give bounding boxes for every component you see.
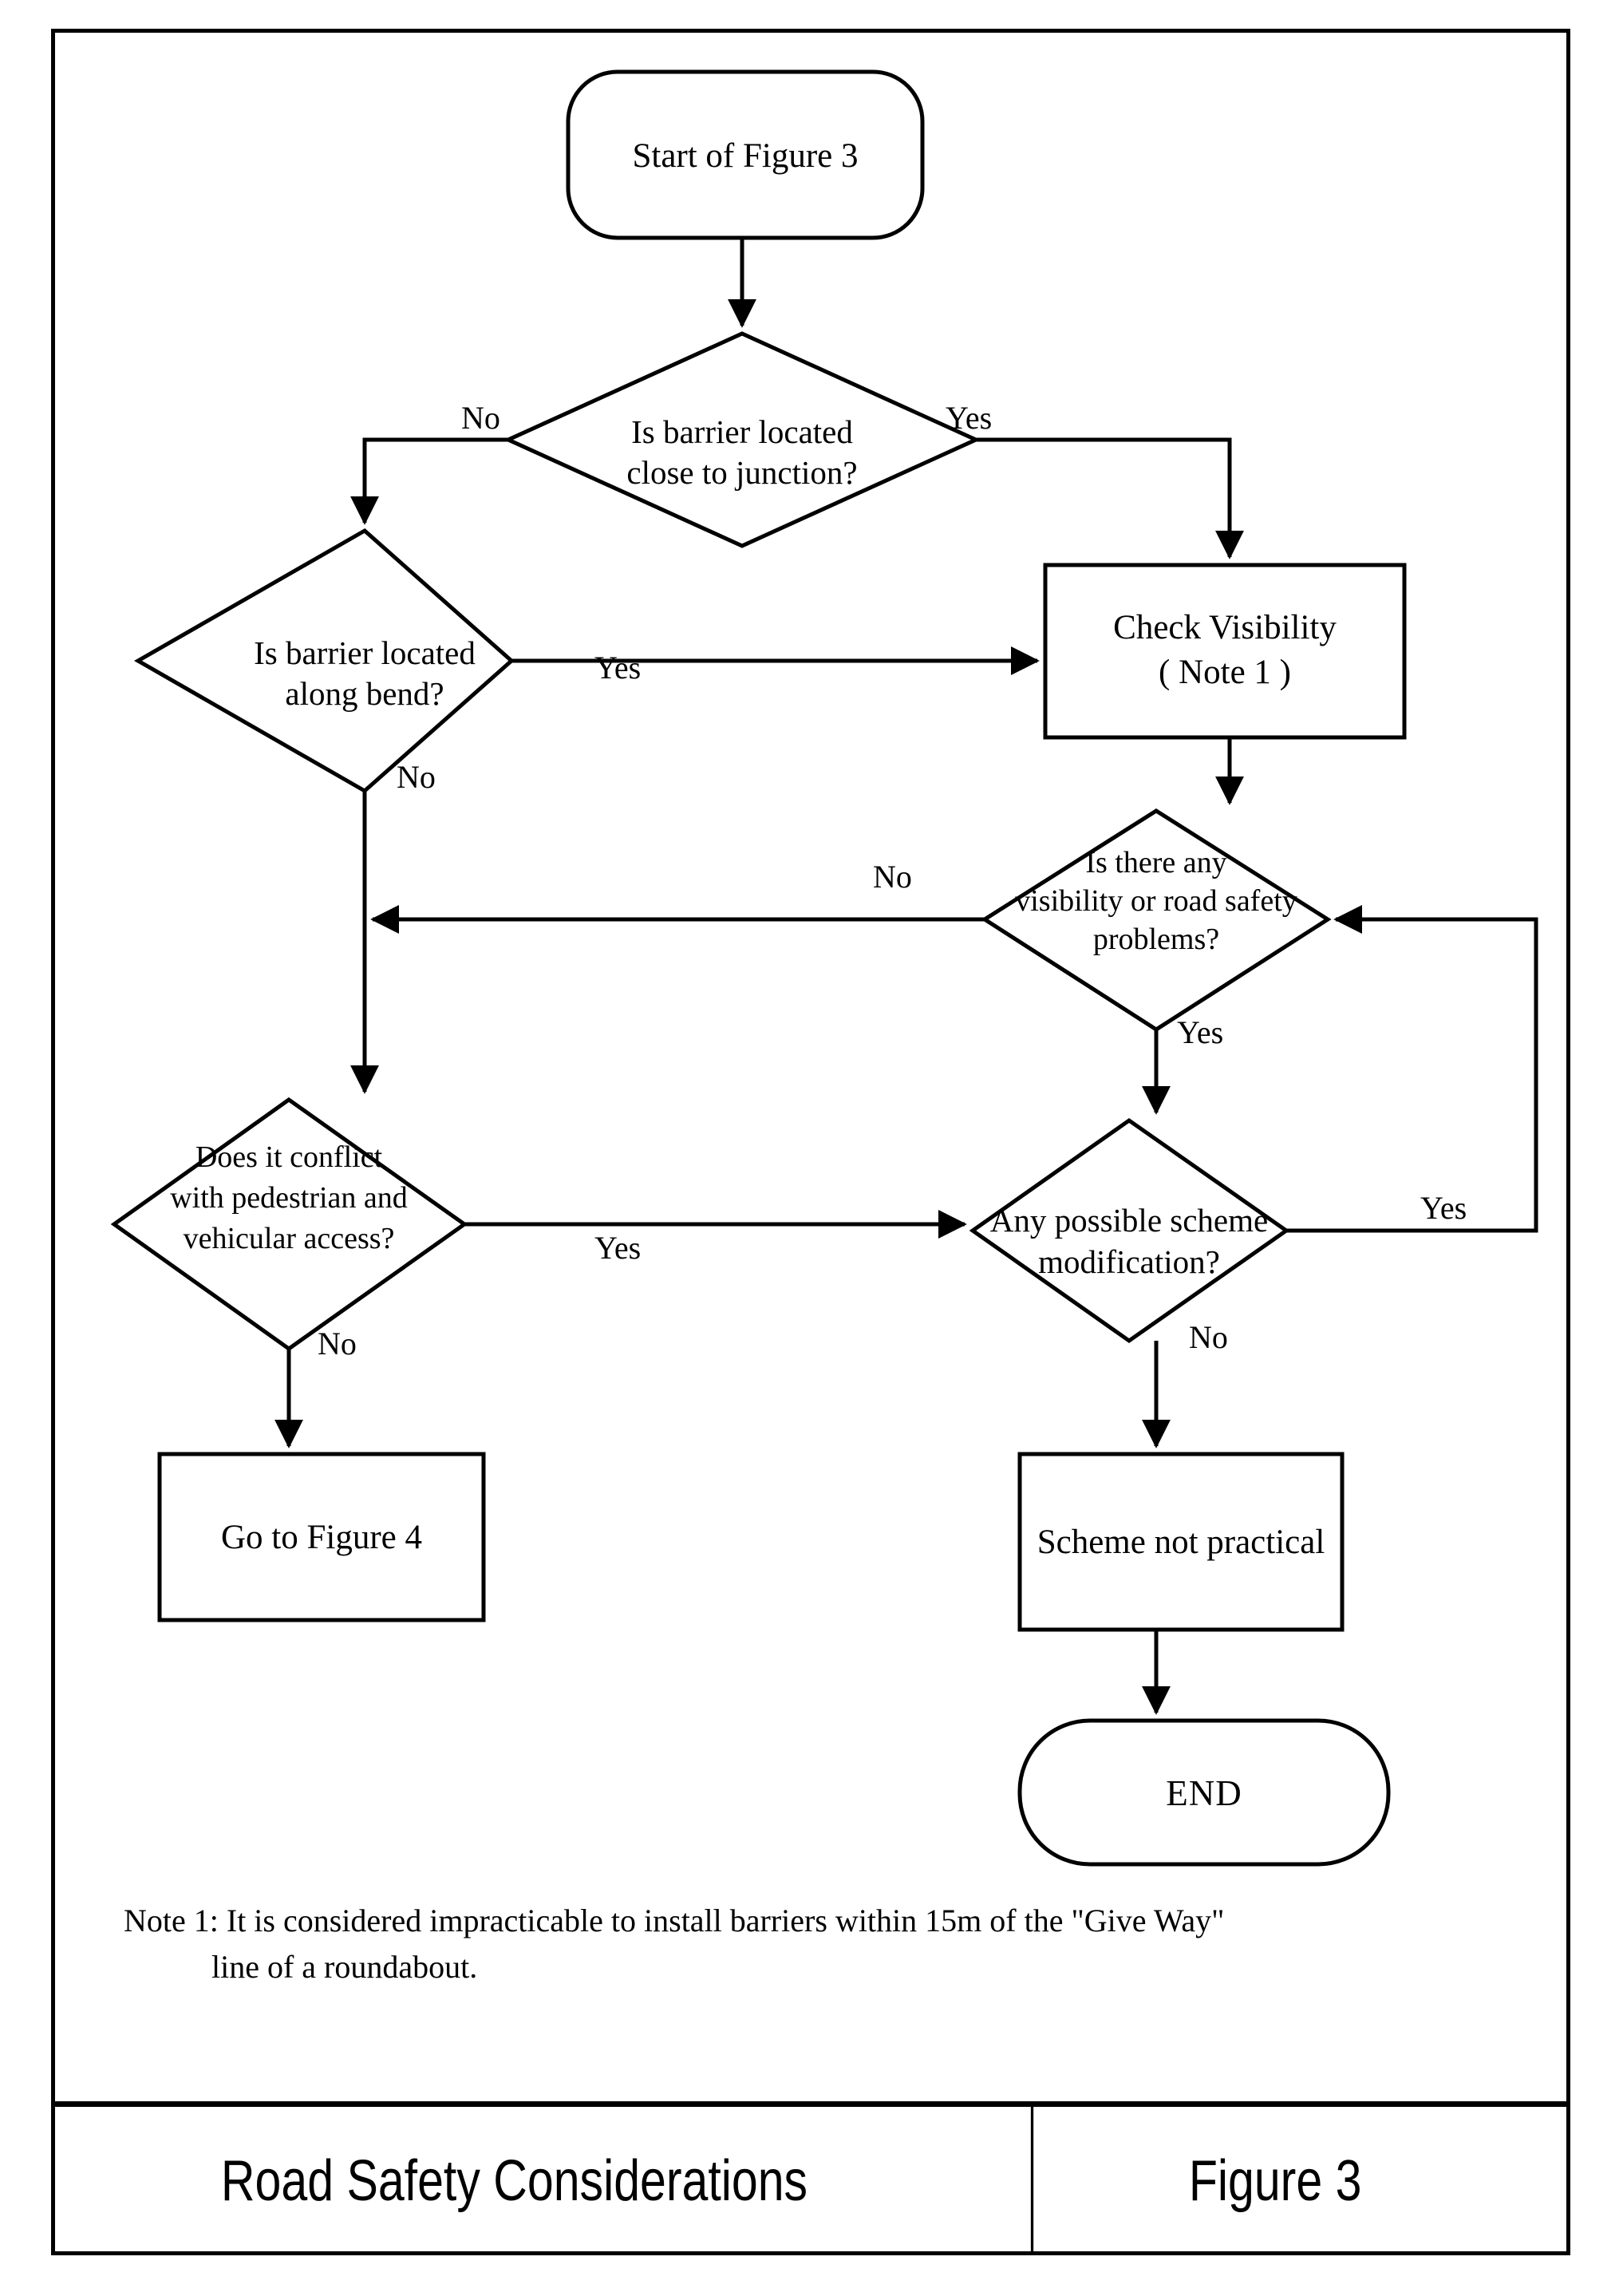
- node-p-visibility-shape: [1043, 563, 1407, 740]
- note-block: Note 1: It is considered impracticable t…: [124, 1898, 1496, 1990]
- note-line-1: Note 1: It is considered impracticable t…: [124, 1903, 1225, 1938]
- edge-junction-yes-to-visibility: [976, 437, 1244, 559]
- node-d-modify-shape: [969, 1117, 1290, 1344]
- edge-label-problems-yes: Yes: [1177, 1014, 1224, 1050]
- edge-label-junction-no: No: [461, 400, 500, 436]
- node-d-bend-shape: [133, 528, 515, 794]
- edge-label-junction-yes: Yes: [946, 400, 993, 436]
- title-bar: Road Safety Considerations Figure 3: [51, 2101, 1570, 2255]
- edge-label-modify-yes: Yes: [1420, 1190, 1467, 1226]
- edge-label-conflict-yes: Yes: [594, 1230, 642, 1266]
- node-p-notprac-shape: [1017, 1452, 1345, 1632]
- node-d-conflict-shape: [110, 1097, 468, 1352]
- edge-label-bend-yes: Yes: [594, 650, 642, 686]
- edge-label-problems-no: No: [873, 859, 912, 895]
- note-line-2: line of a roundabout.: [211, 1949, 478, 1985]
- edge-label-modify-no: No: [1189, 1319, 1228, 1355]
- edge-label-conflict-no: No: [318, 1326, 357, 1361]
- node-p-gotofig4-shape: [157, 1452, 486, 1622]
- node-end-shape: [1017, 1718, 1391, 1867]
- node-d-problems-shape: [981, 808, 1332, 1032]
- figure-number: Figure 3: [1030, 2107, 1517, 2255]
- node-start-shape: [566, 69, 925, 240]
- edge-modify-yes-to-problems: [1286, 905, 1538, 1233]
- document-frame: [51, 29, 1570, 2255]
- edge-junction-no-to-bend: [350, 437, 508, 525]
- edge-label-bend-no: No: [397, 759, 436, 795]
- page-title: Road Safety Considerations: [220, 2149, 808, 2213]
- node-d-junction-shape: [503, 331, 981, 548]
